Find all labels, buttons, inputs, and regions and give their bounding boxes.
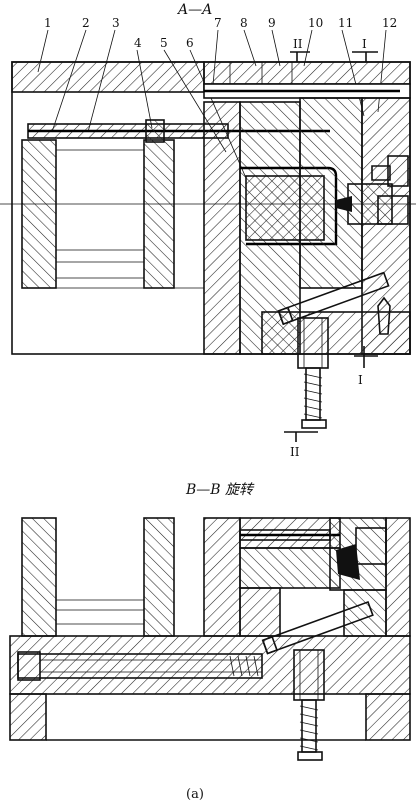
part-label-4: 4 <box>134 36 142 50</box>
figure-caption: (a) <box>186 787 204 802</box>
part-label-12: 12 <box>382 16 397 30</box>
svg-text:I: I <box>362 37 367 51</box>
part-label-5: 5 <box>160 36 168 50</box>
part-labels: 1 2 3 4 5 6 7 8 9 10 11 12 <box>44 16 397 50</box>
part-label-1: 1 <box>44 16 52 30</box>
view-a-a <box>0 61 416 429</box>
section-mark-ii-top: II <box>290 37 310 62</box>
section-mark-i-bottom: I <box>354 346 378 387</box>
part-label-3: 3 <box>112 16 120 30</box>
section-title-b-b: B—B 旋转 <box>185 482 255 498</box>
svg-text:II: II <box>293 37 303 51</box>
section-mark-i-top: I <box>352 37 378 62</box>
section-title-a-a: A—A <box>176 2 212 18</box>
svg-text:II: II <box>290 445 300 459</box>
part-label-6: 6 <box>186 36 194 50</box>
part-label-7: 7 <box>214 16 222 30</box>
view-b-b <box>9 517 411 761</box>
part-label-8: 8 <box>240 16 248 30</box>
part-label-11: 11 <box>338 16 353 30</box>
svg-text:I: I <box>358 373 363 387</box>
part-label-10: 10 <box>308 16 323 30</box>
part-label-9: 9 <box>268 16 276 30</box>
part-label-2: 2 <box>82 16 90 30</box>
section-mark-ii-bottom: II <box>284 431 318 459</box>
